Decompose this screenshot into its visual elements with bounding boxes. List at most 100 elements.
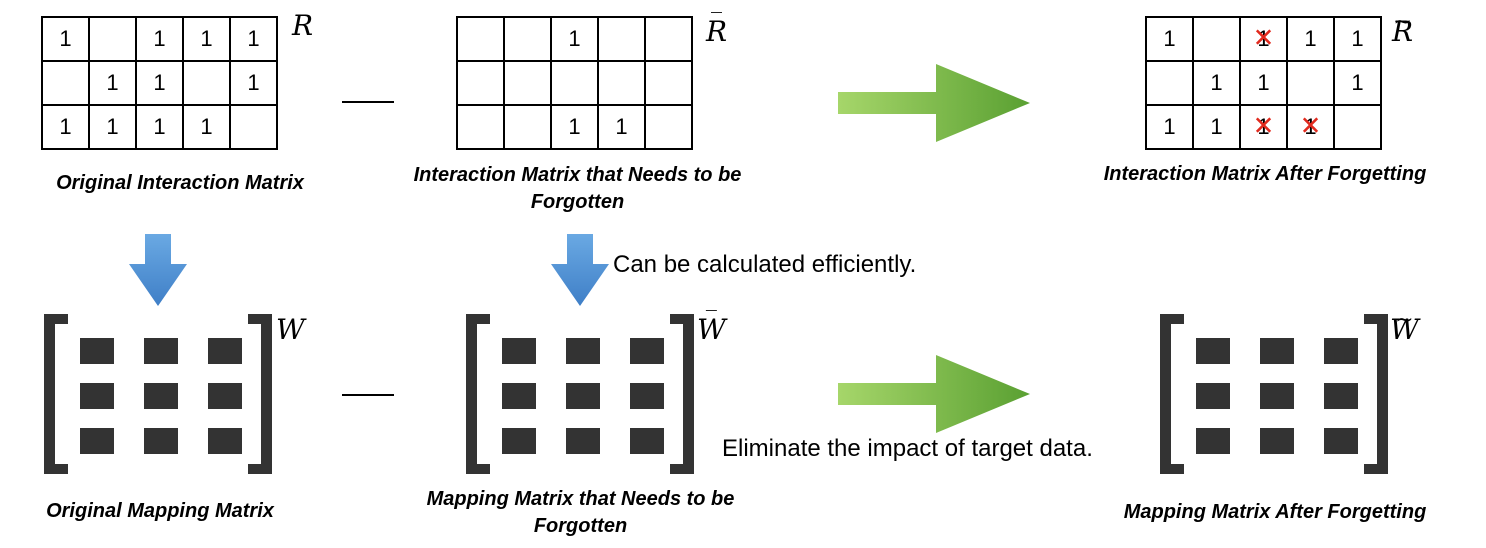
left-bracket: [1160, 314, 1184, 474]
matrix-block: [1324, 383, 1358, 409]
matrix-cell: [644, 16, 693, 62]
matrix-block: [630, 428, 664, 454]
bracket-matrix-icon: [1160, 314, 1388, 474]
matrix-cell: 1: [182, 16, 231, 62]
down-arrow-icon: [129, 234, 187, 306]
matrix-block: [502, 383, 536, 409]
eliminate-note: Eliminate the impact of target data.: [722, 435, 1093, 462]
matrix-cell: [503, 60, 552, 106]
matrix-symbol-w: W: [276, 313, 305, 346]
efficient-note: Can be calculated efficiently.: [613, 251, 917, 278]
matrix-cell: 1: [135, 104, 184, 150]
matrix-symbol-r-bar: ‾R: [706, 10, 728, 48]
matrix-cell: [597, 60, 646, 106]
matrix-cell: [456, 104, 505, 150]
right-bracket: [1364, 314, 1388, 474]
matrix-block: [1324, 428, 1358, 454]
matrix-cell: 1: [135, 16, 184, 62]
matrix-block: [208, 383, 242, 409]
matrix-symbol-r-tilde: ~R: [1392, 10, 1414, 48]
matrix-cell: 1: [1239, 60, 1288, 106]
matrix-cell: [229, 104, 278, 150]
struck-matrix-cell: 1: [1286, 104, 1335, 150]
original-interaction-caption: Original Interaction Matrix: [56, 172, 304, 194]
left-bracket: [44, 314, 68, 474]
matrix-cell: 1: [550, 104, 599, 150]
matrix-block: [630, 338, 664, 364]
matrix-block: [80, 428, 114, 454]
matrix-cell: 1: [1333, 60, 1382, 106]
down-arrow-icon: [551, 234, 609, 306]
matrix-block: [1324, 338, 1358, 364]
matrix-symbol-w-bar: ‾W: [697, 308, 726, 346]
matrix-block: [144, 428, 178, 454]
matrix-block: [1196, 338, 1230, 364]
matrix-cell: [1286, 60, 1335, 106]
matrix-cell: [182, 60, 231, 106]
forgotten-interaction-caption: Interaction Matrix that Needs to be Forg…: [413, 164, 742, 213]
matrix-cell: 1: [41, 104, 90, 150]
left-bracket: [466, 314, 490, 474]
matrix-cell: [644, 60, 693, 106]
matrix-block: [630, 383, 664, 409]
matrix-cell: [41, 60, 90, 106]
matrix-cell: 1: [88, 104, 137, 150]
matrix-block: [144, 383, 178, 409]
after-interaction-caption: Interaction Matrix After Forgetting: [1103, 163, 1427, 185]
struck-matrix-cell: 1: [1239, 16, 1288, 62]
matrix-cell: 1: [229, 16, 278, 62]
matrix-cell: 1: [1145, 104, 1194, 150]
bracket-matrix-icon: [44, 314, 272, 474]
matrix-cell: [1192, 16, 1241, 62]
after-mapping-caption: Mapping Matrix After Forgetting: [1123, 501, 1427, 523]
matrix-block: [1260, 428, 1294, 454]
matrix-cell: [1145, 60, 1194, 106]
matrix-block: [1260, 338, 1294, 364]
right-bracket: [670, 314, 694, 474]
matrix-block: [144, 338, 178, 364]
matrix-cell: 1: [229, 60, 278, 106]
matrix-cell: 1: [41, 16, 90, 62]
matrix-cell: [644, 104, 693, 150]
matrix-cell: 1: [182, 104, 231, 150]
right-bracket: [248, 314, 272, 474]
matrix-block: [566, 383, 600, 409]
struck-matrix-cell: 1: [1239, 104, 1288, 150]
matrix-block: [1196, 383, 1230, 409]
matrix-cell: 1: [88, 60, 137, 106]
matrix-block: [80, 383, 114, 409]
matrix-block: [208, 428, 242, 454]
matrix-cell: [88, 16, 137, 62]
matrix-symbol-r: R: [292, 9, 314, 42]
minus-sign: [342, 101, 394, 103]
matrix-cell: [550, 60, 599, 106]
matrix-block: [502, 338, 536, 364]
matrix-cell: [503, 104, 552, 150]
matrix-block: [208, 338, 242, 364]
right-arrow-icon: [838, 64, 1030, 142]
matrix-cell: [1333, 104, 1382, 150]
matrix-symbol-w-tilde: ~W: [1390, 308, 1419, 346]
matrix-cell: 1: [1286, 16, 1335, 62]
matrix-cell: [597, 16, 646, 62]
matrix-cell: 1: [1192, 60, 1241, 106]
matrix-cell: 1: [597, 104, 646, 150]
minus-sign: [342, 394, 394, 396]
matrix-cell: 1: [1333, 16, 1382, 62]
matrix-block: [80, 338, 114, 364]
matrix-cell: 1: [135, 60, 184, 106]
matrix-block: [1260, 383, 1294, 409]
forgotten-mapping-caption: Mapping Matrix that Needs to be Forgotte…: [426, 488, 735, 537]
matrix-block: [566, 428, 600, 454]
matrix-cell: 1: [1145, 16, 1194, 62]
matrix-cell: 1: [1192, 104, 1241, 150]
